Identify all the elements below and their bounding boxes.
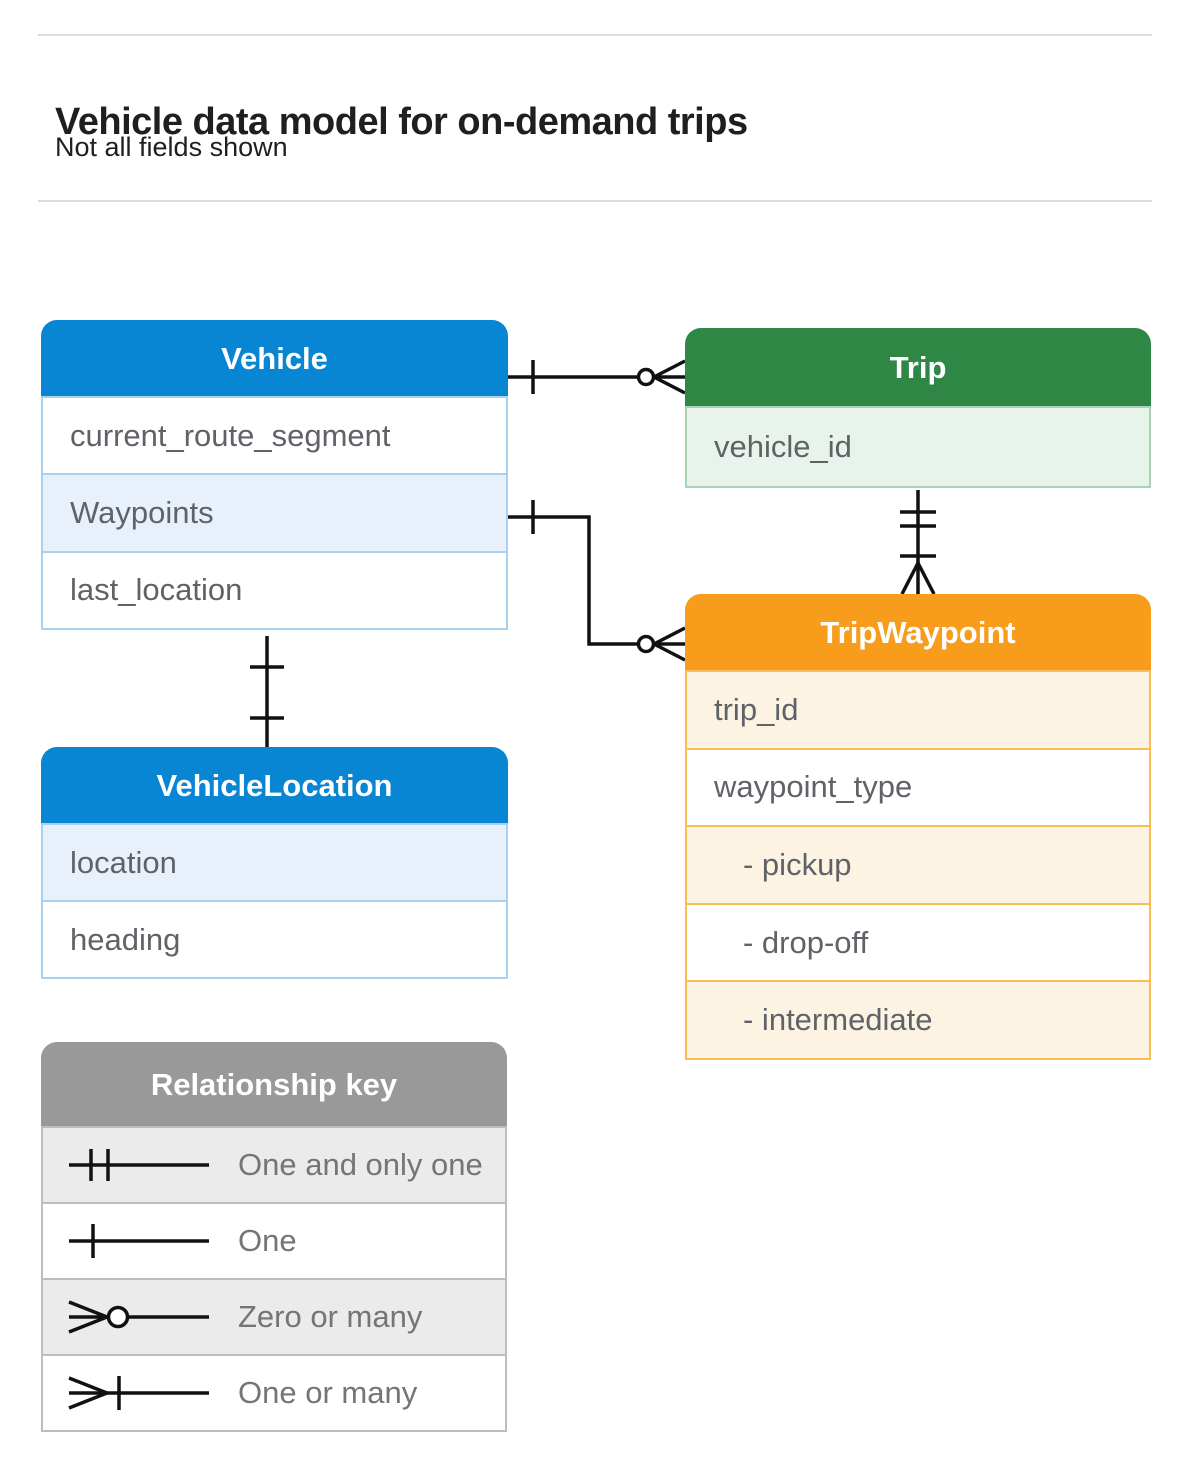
one-or-many-icon bbox=[68, 1376, 209, 1410]
key-row-one: One bbox=[41, 1202, 507, 1280]
connector-trip-tripwaypoint bbox=[900, 490, 936, 595]
key-label: One or many bbox=[238, 1375, 418, 1410]
key-row-one-or-many: One or many bbox=[41, 1354, 507, 1432]
vehiclelocation-field-heading: heading bbox=[41, 900, 508, 979]
key-row-one-and-only-one: One and only one bbox=[41, 1126, 507, 1204]
tripwaypoint-enum-pickup: - pickup bbox=[685, 825, 1151, 905]
key-label: One and only one bbox=[238, 1147, 483, 1182]
vehiclelocation-table-header: VehicleLocation bbox=[41, 747, 508, 825]
tripwaypoint-enum-drop-off: - drop-off bbox=[685, 902, 1151, 983]
vehicle-field-waypoints: Waypoints bbox=[41, 473, 508, 553]
field-label: waypoint_type bbox=[714, 769, 913, 805]
vehicle-table: Vehicle current_route_segment Waypoints … bbox=[41, 320, 508, 630]
key-label: One bbox=[238, 1223, 297, 1258]
connector-vehicle-vehiclelocation bbox=[250, 636, 284, 747]
vehicle-field-current-route-segment: current_route_segment bbox=[41, 396, 508, 476]
vehicle-field-last-location: last_location bbox=[41, 550, 508, 630]
field-label: last_location bbox=[70, 572, 243, 608]
field-label: - pickup bbox=[743, 846, 852, 882]
connector-vehicle-trip bbox=[508, 359, 686, 395]
tripwaypoint-enum-intermediate: - intermediate bbox=[685, 980, 1151, 1060]
relationship-key: Relationship key One and only one One Ze… bbox=[41, 1042, 507, 1432]
zero-or-many-icon bbox=[68, 1300, 209, 1334]
tripwaypoint-table: TripWaypoint trip_id waypoint_type - pic… bbox=[685, 594, 1151, 1060]
relationship-key-header: Relationship key bbox=[41, 1042, 507, 1128]
connector-waypoints-tripwaypoint bbox=[508, 500, 686, 662]
top-divider bbox=[38, 34, 1152, 36]
one-icon bbox=[69, 1224, 209, 1258]
tripwaypoint-table-header: TripWaypoint bbox=[685, 594, 1151, 672]
trip-field-vehicle-id: vehicle_id bbox=[685, 406, 1151, 488]
field-label: heading bbox=[70, 921, 181, 957]
trip-table: Trip vehicle_id bbox=[685, 328, 1151, 488]
field-label: vehicle_id bbox=[714, 429, 852, 464]
field-label: - intermediate bbox=[743, 1002, 933, 1038]
key-row-zero-or-many: Zero or many bbox=[41, 1278, 507, 1356]
vehiclelocation-field-location: location bbox=[41, 823, 508, 902]
field-label: Waypoints bbox=[70, 494, 214, 530]
page-title: Vehicle data model for on-demand trips bbox=[55, 101, 748, 144]
tripwaypoint-field-waypoint-type: waypoint_type bbox=[685, 747, 1151, 828]
vehicle-table-header: Vehicle bbox=[41, 320, 508, 398]
field-label: current_route_segment bbox=[70, 417, 391, 453]
vehiclelocation-table: VehicleLocation location heading bbox=[41, 747, 508, 979]
header-divider bbox=[38, 200, 1152, 202]
trip-table-header: Trip bbox=[685, 328, 1151, 408]
page-subtitle: Not all fields shown bbox=[55, 132, 288, 162]
tripwaypoint-field-trip-id: trip_id bbox=[685, 670, 1151, 750]
one-and-only-one-icon bbox=[69, 1149, 209, 1181]
field-label: location bbox=[70, 844, 177, 880]
field-label: - drop-off bbox=[743, 924, 869, 960]
field-label: trip_id bbox=[714, 691, 799, 727]
key-label: Zero or many bbox=[238, 1299, 423, 1334]
